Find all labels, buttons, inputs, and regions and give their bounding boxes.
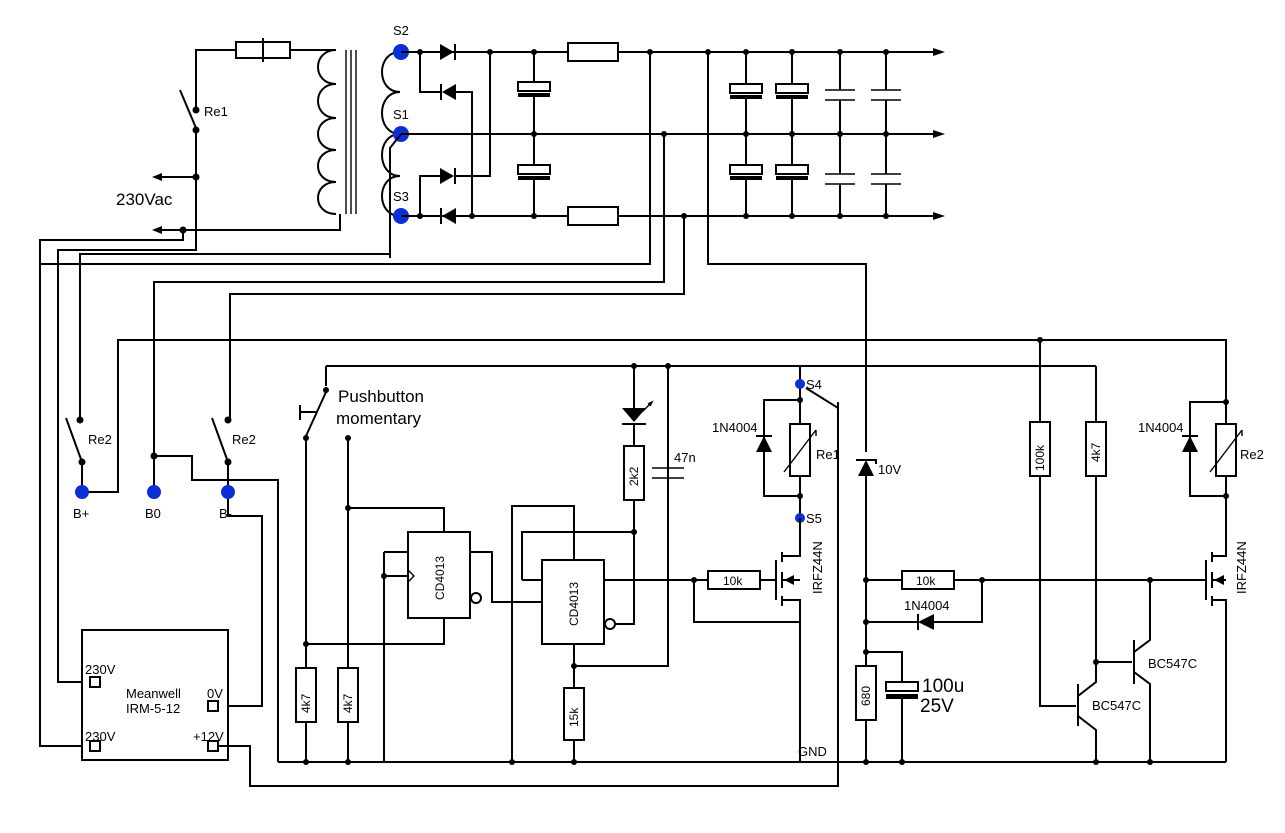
psu-module: Meanwell IRM-5-12 230V 230V 0V +12V — [81, 402, 839, 787]
diode-rect-2 — [442, 84, 456, 100]
flip-flop-a — [407, 531, 471, 619]
transformer-primary — [317, 49, 337, 215]
terminal-b-plus — [75, 485, 89, 499]
control-section: GND Pushbutton momentary 4k7 4k7 CD4013 — [278, 337, 1264, 765]
re2-switch-a-label: Re2 — [88, 432, 112, 447]
node-s3-label: S3 — [393, 189, 409, 204]
transistor-b-label: BC547C — [1148, 656, 1197, 671]
diode-re2 — [1182, 436, 1198, 452]
cap-100u-voltage: 25V — [920, 696, 954, 717]
cap-filter-2 — [517, 164, 551, 175]
terminal-b-plus-label: B+ — [73, 506, 89, 521]
cap-100u — [885, 681, 919, 692]
node-s2-label: S2 — [393, 23, 409, 38]
resistor-4k7-b — [337, 667, 359, 723]
diode-rect-4 — [442, 208, 456, 224]
pushbutton-label-2: momentary — [336, 409, 422, 428]
resistor-15k — [563, 687, 585, 741]
led — [622, 408, 646, 422]
cap-100u-value: 100u — [922, 676, 964, 697]
node-s4-label: S4 — [806, 377, 822, 392]
mosfet-a — [775, 518, 801, 762]
flip-flop-b-label: CD4013 — [567, 582, 581, 626]
diode-re1-label: 1N4004 — [712, 420, 758, 435]
resistor-10k-a-label: 10k — [723, 574, 743, 588]
node-s4 — [795, 379, 805, 389]
resistor-top-rail — [567, 42, 619, 62]
psu-0v-label: 0V — [207, 686, 223, 701]
psu-in2-label: 230V — [85, 729, 116, 744]
transformer-core — [345, 50, 357, 214]
resistor-10k-b-label: 10k — [916, 574, 936, 588]
resistor-4k7-a-label: 4k7 — [299, 693, 313, 713]
resistor-100k — [1029, 421, 1051, 477]
re1-coil-label: Re1 — [816, 447, 840, 462]
resistor-4k7-a — [295, 667, 317, 723]
node-s5-label: S5 — [806, 511, 822, 526]
resistor-4k7-c-label: 4k7 — [1089, 442, 1103, 462]
mains-label: 230Vac — [116, 190, 173, 209]
resistor-2k2-label: 2k2 — [627, 466, 641, 486]
psu-12v-label: +12V — [193, 729, 224, 744]
diode-gate-label: 1N4004 — [904, 598, 950, 613]
pushbutton-label-1: Pushbutton — [338, 387, 424, 406]
re1-switch-label: Re1 — [204, 104, 228, 119]
zener-10v — [858, 460, 874, 476]
cap-47n-label: 47n — [674, 450, 696, 465]
terminal-b-minus — [221, 485, 235, 499]
resistor-2k2 — [623, 445, 645, 501]
pushbutton — [305, 391, 327, 437]
flip-flop-a-label: CD4013 — [433, 556, 447, 600]
cap-bank — [729, 49, 901, 219]
resistor-4k7-c — [1085, 421, 1107, 477]
resistor-680-label: 680 — [859, 686, 873, 706]
gnd-label: GND — [798, 744, 827, 759]
terminal-b-minus-label: B- — [219, 506, 232, 521]
re1-switch — [179, 89, 197, 129]
mains-section: Re1 230Vac S2 S1 S3 — [116, 23, 409, 234]
resistor-4k7-b-label: 4k7 — [341, 693, 355, 713]
diode-rect-3 — [440, 168, 454, 184]
mosfet-b-label: IRFZ44N — [1234, 541, 1249, 594]
transistor-a-label: BC547C — [1092, 698, 1141, 713]
diode-re2-label: 1N4004 — [1138, 420, 1184, 435]
resistor-15k-label: 15k — [567, 707, 581, 727]
diode-gate — [918, 614, 934, 630]
flip-flop-b — [541, 559, 605, 645]
re2-switch-a — [65, 417, 83, 463]
mosfet-b — [1205, 536, 1227, 762]
terminal-b-zero — [147, 485, 161, 499]
battery-section: Re2 Re2 B+ B0 B- — [65, 339, 1227, 762]
re2-switch-b-label: Re2 — [232, 432, 256, 447]
psu-in1-label: 230V — [85, 662, 116, 677]
re2-switch-b — [211, 417, 229, 463]
psu-model: IRM-5-12 — [126, 701, 180, 716]
diode-re1 — [756, 436, 772, 452]
transistor-b — [1133, 580, 1151, 762]
diode-rect-1 — [440, 44, 454, 60]
cap-filter-1 — [517, 81, 551, 92]
re2-coil-label: Re2 — [1240, 447, 1264, 462]
terminal-b-zero-label: B0 — [145, 506, 161, 521]
psu-name: Meanwell — [126, 686, 181, 701]
node-s1-label: S1 — [393, 107, 409, 122]
rectifier-section — [39, 42, 945, 747]
resistor-bottom-rail — [567, 206, 619, 226]
zener-label: 10V — [878, 462, 901, 477]
resistor-100k-label: 100k — [1033, 444, 1047, 471]
mosfet-a-label: IRFZ44N — [810, 541, 825, 594]
